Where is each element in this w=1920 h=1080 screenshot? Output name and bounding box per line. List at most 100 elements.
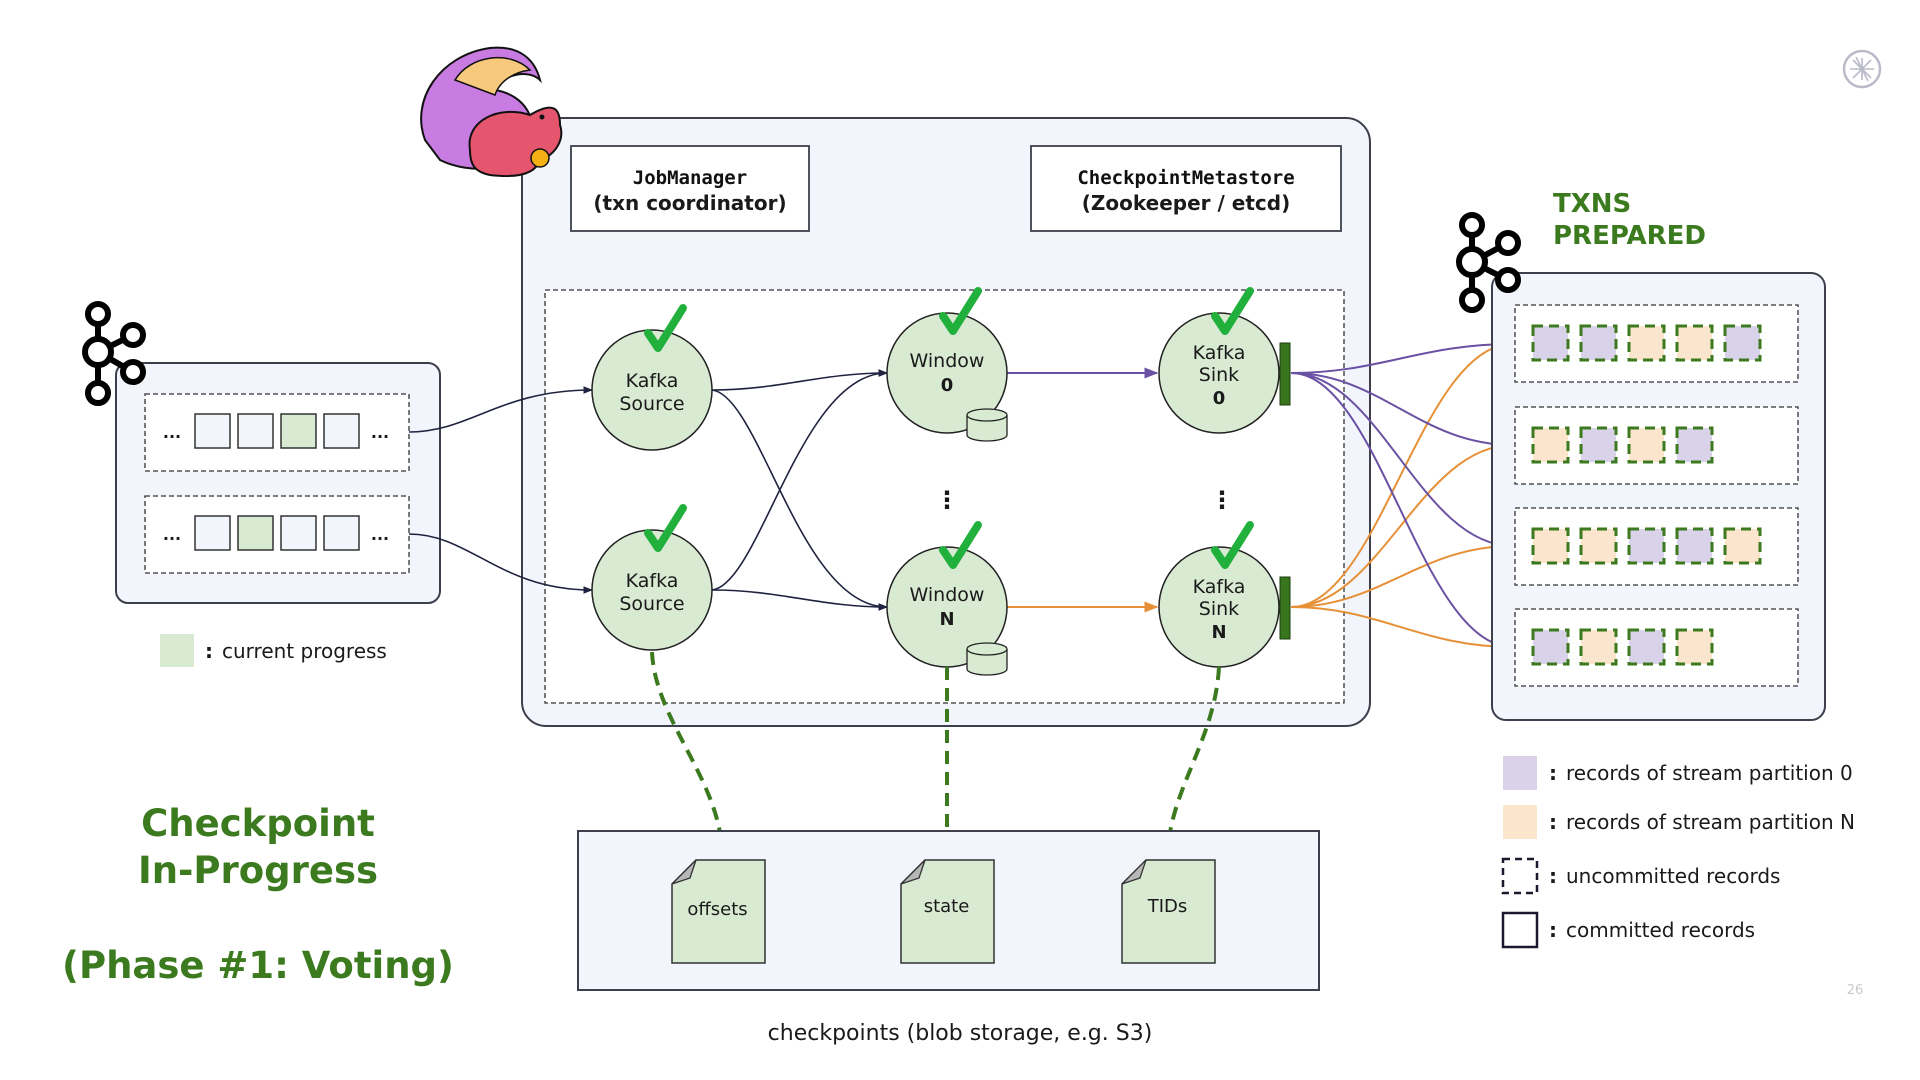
node-label-line2: Sink [1199,598,1239,620]
record [194,413,231,449]
legend-label: records of stream partition 0 [1566,761,1853,785]
progress-legend-colon: : [205,639,213,663]
node-label-line2: 0 [941,375,954,396]
uncommitted-record-partitionN [1579,527,1618,565]
txns-status-line2: PREPARED [1553,221,1706,251]
edge-sinkN-partition-2 [1290,540,1515,608]
node-circle [591,529,713,651]
checkpoint-file-state: state [900,859,995,964]
legend-swatch [1503,756,1537,790]
record [237,413,274,449]
uncommitted-record-partitionN [1579,628,1618,666]
node-circle [886,312,1008,434]
sink-partition-0 [1514,304,1799,383]
uncommitted-record-partition0 [1579,324,1618,362]
edge-sink0-partition-1 [1290,372,1515,451]
legend-item-committed: :committed records [1501,911,1755,949]
progress-legend-swatch [160,634,194,667]
record [280,515,317,551]
edge-source0-window0 [711,369,888,391]
kafka-sink-topic-panel [1491,272,1826,721]
legend-item-partition0: : records of stream partition 0 [1503,756,1853,790]
legend-colon: : [1549,810,1557,834]
node-label-line3: 0 [1213,388,1226,409]
checkpoint-file-offsets: offsets [671,859,766,964]
uncommitted-record-partitionN [1627,324,1666,362]
source-partition-1: ...... [144,495,410,574]
edge-source0-windowN [711,389,888,611]
record [323,515,360,551]
edge-sourceN-windowN [711,589,888,611]
checkmark-icon [1211,287,1254,335]
uncommitted-record-partitionN [1723,527,1762,565]
metastore-subtitle: (Zookeeper / etcd) [1082,191,1290,215]
checkpoint-file-tids: TIDs [1121,859,1216,964]
job-manager-title: JobManager [633,167,747,189]
txns-status-line1: TXNS [1553,189,1631,219]
record-current-progress [237,515,274,551]
edge-sinkN-partition-0 [1290,338,1515,608]
node-label-line1: Kafka [626,370,679,392]
edge-sourceN-window0 [711,369,888,591]
operator-node-window0[interactable]: Window 0 [886,287,1008,442]
transaction-sink-bar [1279,576,1291,640]
edge-partition0-source0 [408,386,593,433]
file-fold-corner [1121,859,1147,885]
uncommitted-record-partition0 [1675,527,1714,565]
legend-item-uncommitted: :uncommitted records [1501,857,1780,895]
sink-partition-1 [1514,406,1799,485]
sink-partition-2 [1514,507,1799,586]
file-fold-corner [671,859,697,885]
record-current-progress [280,413,317,449]
metastore-title: CheckpointMetastore [1077,167,1294,189]
uncommitted-record-partition0 [1627,527,1666,565]
checkmark-icon [1211,521,1254,569]
node-label-line1: Window [910,350,985,372]
ellipsis-left: ... [163,525,181,544]
kafka-logo-icon-left [82,301,146,406]
file-label: TIDs [1147,896,1188,917]
ellipsis-left: ... [163,423,181,442]
uncommitted-record-partition0 [1579,426,1618,464]
node-label-line3: N [1211,622,1226,643]
node-label-line2: N [939,609,954,630]
legend-swatch [1503,805,1537,839]
file-fold-corner [900,859,926,885]
uncommitted-record-partition0 [1627,628,1666,666]
edge-sink0-partition-0 [1290,338,1515,374]
uncommitted-record-partitionN [1675,628,1714,666]
record [323,413,360,449]
node-label-line2: Sink [1199,364,1239,386]
uncommitted-record-partition0 [1531,628,1570,666]
legend-colon: : [1549,864,1557,888]
transaction-sink-bar [1279,342,1291,406]
node-label-line2: Source [619,393,684,415]
edge-partitionN-sourceN [408,533,593,594]
node-label-line1: Kafka [1193,576,1246,598]
node-circle [1158,312,1280,434]
confluent-logo-icon [1842,49,1882,89]
checkmark-icon [939,287,982,335]
page-number: 26 [1847,983,1864,998]
uncommitted-record-partitionN [1627,426,1666,464]
legend-colon: : [1549,761,1557,785]
edge-sink0-partition-3 [1290,372,1515,653]
legend-label: records of stream partition N [1566,810,1855,834]
edge-sink0-partition-2 [1290,372,1515,552]
slide-title-line1: Checkpoint [141,802,375,845]
node-label-line2: Source [619,593,684,615]
slide-title-line2: In-Progress [138,849,378,892]
checkmark-icon [939,521,982,569]
file-label: offsets [687,899,747,920]
checkmark-icon [644,304,687,352]
record [194,515,231,551]
sink-partition-3 [1514,608,1799,687]
job-manager-subtitle: (txn coordinator) [593,191,786,215]
checkmark-icon [644,504,687,552]
